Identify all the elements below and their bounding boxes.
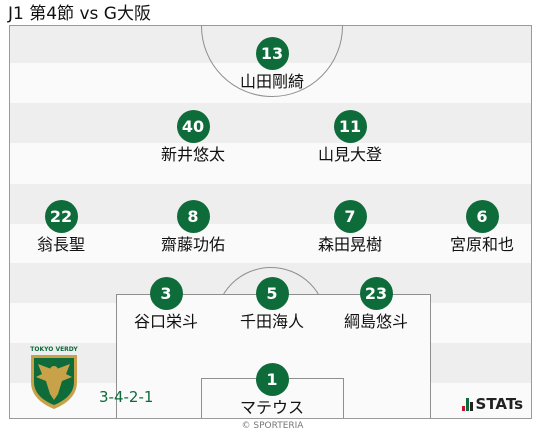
player-number-badge: 13 — [255, 37, 289, 70]
player-name: マテウス — [239, 398, 304, 417]
player-name: 綱島悠斗 — [343, 312, 408, 331]
pitch-stripe — [10, 103, 531, 143]
player-number-badge: 22 — [44, 200, 78, 233]
player-7[interactable]: 7 森田晃樹 — [295, 200, 405, 255]
player-name: 翁長聖 — [36, 235, 85, 254]
player-23[interactable]: 23 綱島悠斗 — [321, 277, 431, 332]
crest-lettering: TOKYO VERDY — [30, 346, 78, 353]
player-number-badge: 11 — [333, 110, 367, 143]
player-name: 谷口栄斗 — [133, 312, 198, 331]
stats-logo-text: STATs — [475, 395, 523, 413]
player-40[interactable]: 40 新井悠太 — [138, 110, 248, 165]
match-title: J1 第4節 vs G大阪 — [8, 4, 151, 24]
player-11[interactable]: 11 山見大登 — [295, 110, 405, 165]
pitch — [9, 25, 532, 419]
player-22[interactable]: 22 翁長聖 — [6, 200, 116, 255]
player-number-badge: 7 — [333, 200, 367, 233]
player-6[interactable]: 6 宮原和也 — [427, 200, 537, 255]
player-number-badge: 6 — [465, 200, 499, 233]
player-5[interactable]: 5 千田海人 — [217, 277, 327, 332]
player-number-badge: 3 — [149, 277, 183, 310]
stats-bars-icon — [461, 397, 473, 411]
player-name: 山見大登 — [317, 145, 382, 164]
player-name: 森田晃樹 — [317, 235, 382, 254]
player-number-badge: 23 — [359, 277, 393, 310]
player-number-badge: 5 — [255, 277, 289, 310]
copyright: © SPORTERIA — [241, 421, 304, 431]
player-13[interactable]: 13 山田剛綺 — [217, 37, 327, 92]
player-3[interactable]: 3 谷口栄斗 — [111, 277, 221, 332]
team-crest-icon: TOKYO VERDY — [30, 346, 78, 409]
formation-label: 3-4-2-1 — [99, 388, 154, 406]
player-number-badge: 40 — [176, 110, 210, 143]
player-number-badge: 1 — [255, 363, 289, 396]
player-name: 新井悠太 — [160, 145, 225, 164]
pitch-stripe — [10, 184, 531, 224]
player-1[interactable]: 1 マテウス — [217, 363, 327, 418]
player-name: 千田海人 — [239, 312, 304, 331]
player-8[interactable]: 8 齋藤功佑 — [138, 200, 248, 255]
player-name: 齋藤功佑 — [160, 235, 225, 254]
stats-logo: STATs — [461, 395, 523, 413]
player-name: 山田剛綺 — [239, 72, 304, 91]
player-name: 宮原和也 — [449, 235, 514, 254]
player-number-badge: 8 — [176, 200, 210, 233]
